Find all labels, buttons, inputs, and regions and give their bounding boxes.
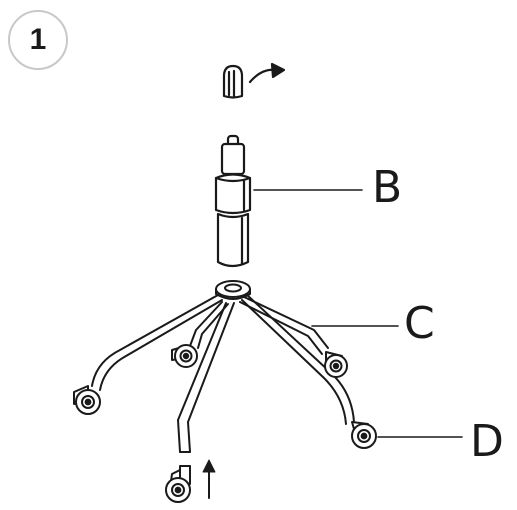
step-number: 1 (29, 23, 47, 56)
step-badge: 1 (8, 10, 68, 70)
insert-arrow-icon (202, 459, 216, 499)
gas-cylinder-icon (214, 134, 252, 268)
caster-icon (73, 344, 377, 503)
part-label-b: B (372, 162, 403, 213)
five-star-base-icon (91, 280, 355, 453)
cap-icon (222, 64, 244, 99)
part-label-c: C (404, 298, 435, 349)
part-label-d: D (470, 416, 504, 467)
direction-arrow-icon (248, 62, 286, 84)
